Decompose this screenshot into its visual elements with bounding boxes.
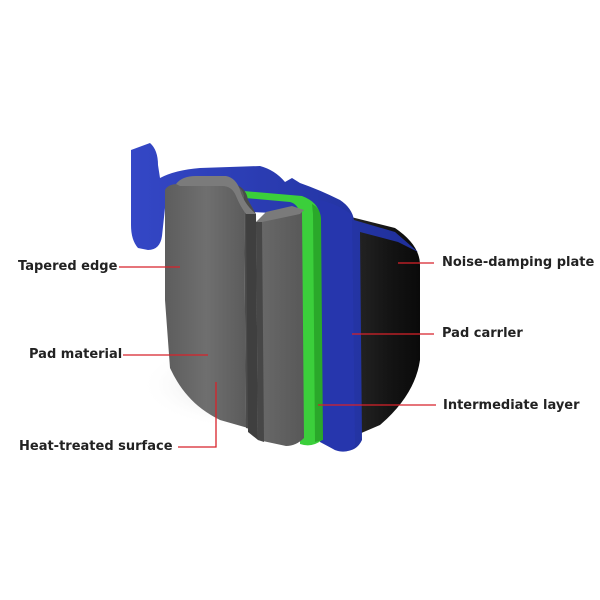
noise-damping-plate <box>343 215 420 440</box>
pad-material-left <box>165 184 248 428</box>
label-pad-carrier: Pad carrler <box>442 326 523 341</box>
pad-carrier-edge <box>320 200 355 452</box>
label-intermediate-layer: Intermediate layer <box>443 398 580 413</box>
tapered-edge-surface <box>176 176 256 214</box>
intermediate-layer-shade <box>312 204 323 442</box>
pad-slot <box>246 214 258 440</box>
label-tapered-edge: Tapered edge <box>18 259 118 274</box>
pad-material-right-top <box>256 206 304 222</box>
leader-line-heat-treated <box>178 382 217 448</box>
pad-material-right <box>256 210 304 446</box>
label-noise-damping-plate: Noise-damping plate <box>442 255 595 270</box>
intermediate-layer <box>232 190 322 446</box>
label-pad-material: Pad material <box>29 347 123 362</box>
label-heat-treated-surface: Heat-treated surface <box>19 439 173 454</box>
pad-material-right-face <box>256 222 264 442</box>
